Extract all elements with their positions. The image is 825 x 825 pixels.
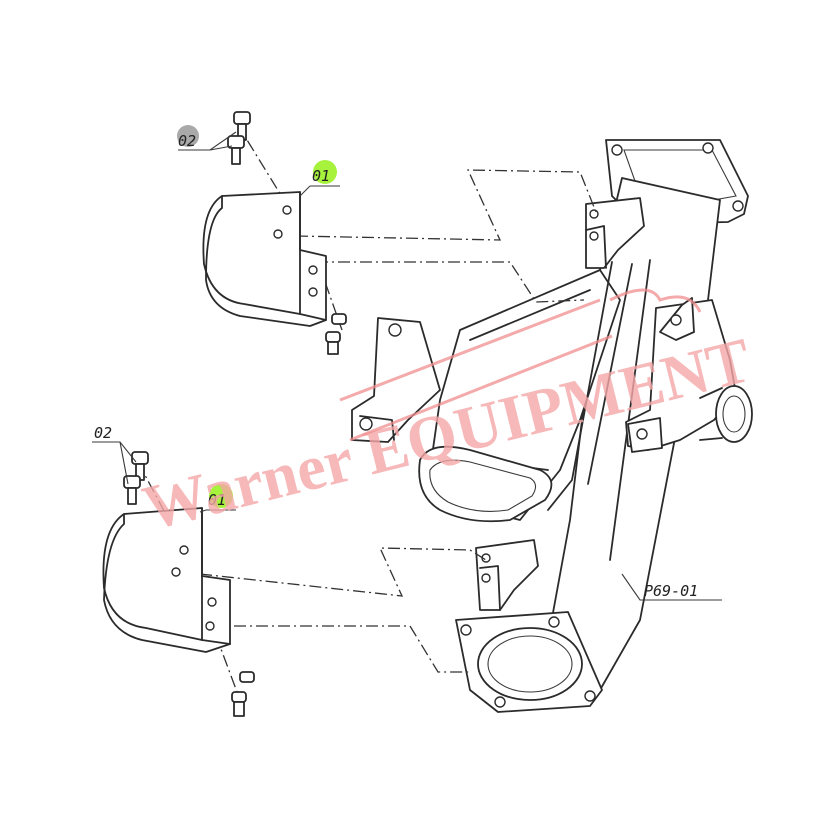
top-bracket — [202, 191, 327, 327]
callout-label: 02 — [94, 424, 112, 442]
callout-label: 01 — [312, 167, 330, 185]
callout-housing: P69-01 — [621, 573, 722, 601]
bottom-bracket — [102, 507, 231, 653]
top-bolts — [227, 111, 347, 355]
bolt-icon — [123, 475, 141, 505]
callout-top-bolts: 02 — [177, 125, 237, 151]
bolt-icon — [325, 313, 347, 355]
callout-marker-icon — [177, 125, 199, 147]
callout-top-bracket: 01 — [299, 160, 340, 197]
bolt-icon — [233, 111, 251, 141]
callout-bottom-bolts: 02 — [92, 424, 137, 485]
callout-highlight-icon — [313, 160, 337, 184]
bottom-bolts — [123, 451, 255, 717]
callout-label: 01 — [208, 491, 226, 509]
callout-label: P69-01 — [644, 582, 698, 600]
bolt-icon — [231, 671, 255, 717]
callout-bottom-bracket: 01 — [199, 484, 236, 513]
callout-label: 02 — [178, 132, 196, 150]
callout-highlight-icon — [209, 484, 233, 508]
bolt-icon — [227, 135, 245, 165]
bolt-icon — [131, 451, 149, 481]
